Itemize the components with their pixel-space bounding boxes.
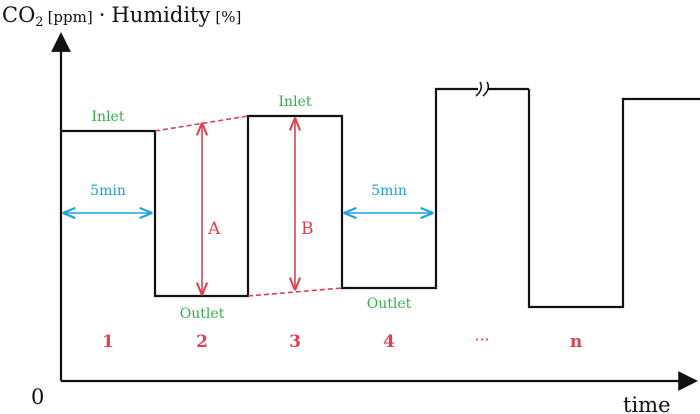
y-axis-title: CO2[ppm]·Humidity[%]: [2, 3, 241, 30]
inlet-label-1: Inlet: [92, 109, 125, 125]
inlet-label-2: Inlet: [279, 94, 312, 110]
step-label-2: 2: [196, 332, 208, 352]
difference-b-label: B: [301, 219, 314, 239]
axis-break-mark: [475, 81, 490, 97]
duration-label-2: 5min: [371, 183, 407, 199]
outlet-trend-line: [247, 287, 343, 297]
duration-label-1: 5min: [90, 183, 126, 199]
step-label-3: 3: [289, 332, 301, 352]
x-axis-title: time: [623, 393, 671, 414]
concentration-waveform: [61, 87, 529, 298]
difference-a-label: A: [207, 219, 221, 239]
concentration-waveform-continued: [527, 89, 700, 309]
outlet-label-1: Outlet: [180, 306, 225, 322]
step-label-4: 4: [383, 332, 395, 352]
step-label-1: 1: [102, 332, 114, 352]
axis-break-gap: [478, 84, 488, 94]
outlet-label-2: Outlet: [367, 296, 412, 312]
step-label-ellipsis: ···: [474, 330, 489, 349]
step-label-n: n: [570, 332, 582, 352]
origin-label: 0: [31, 385, 44, 409]
